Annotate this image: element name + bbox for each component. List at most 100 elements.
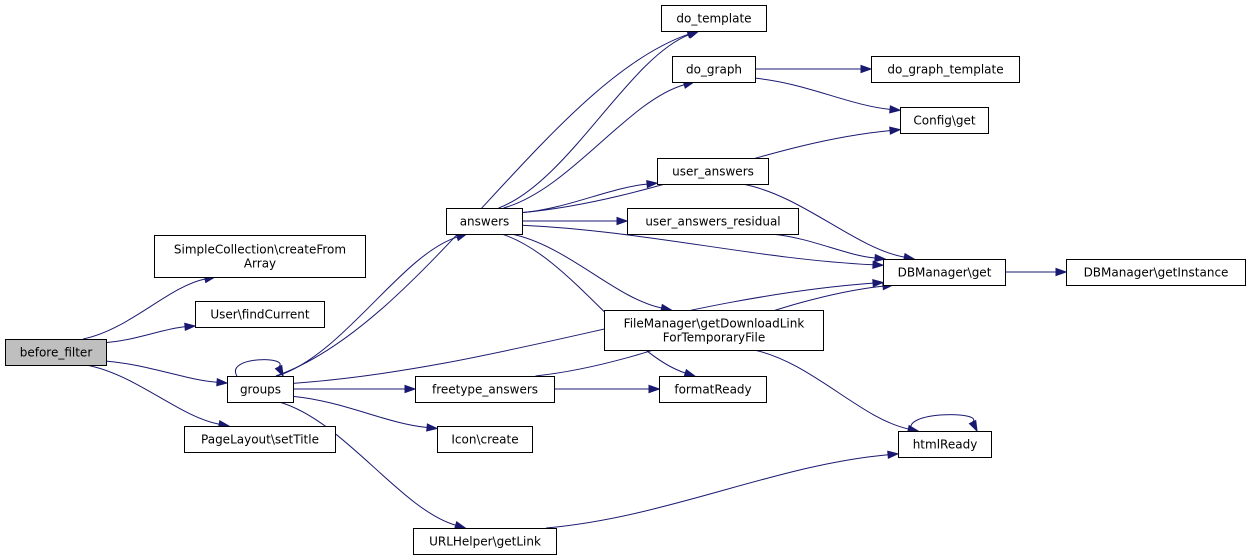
- node-label: FileManager\getDownloadLink: [624, 317, 805, 331]
- node-freetype-answers[interactable]: freetype_answers: [415, 376, 555, 403]
- node-user-answers-residual[interactable]: user_answers_residual: [627, 208, 799, 235]
- edge-answers-to-dbmanager_get: [521, 224, 885, 269]
- node-do-graph-template[interactable]: do_graph_template: [871, 56, 1020, 83]
- arrowhead: [872, 279, 885, 288]
- node-label: do_template: [676, 12, 751, 26]
- edge-line: [498, 34, 690, 209]
- node-box: [413, 528, 557, 555]
- edge-answers-to-user_answers_residual: [522, 216, 629, 226]
- node-pagelayout-settitle[interactable]: PageLayout\setTitle: [184, 426, 336, 453]
- node-label: Config\get: [913, 114, 976, 128]
- node-box: [659, 376, 767, 403]
- arrowhead: [683, 368, 697, 377]
- edge-answers-to-filemanager: [511, 233, 673, 313]
- edge-line: [503, 84, 685, 209]
- node-dbmanager-get[interactable]: DBManager\get: [883, 259, 1006, 286]
- node-box: [154, 235, 366, 278]
- edge-groups-to-freetype_answers: [293, 384, 417, 394]
- edge-before_filter-to-user_findcurrent: [105, 322, 197, 344]
- node-box: [415, 376, 555, 403]
- node-label: Icon\create: [451, 433, 518, 447]
- edge-line: [511, 233, 662, 309]
- node-label: freetype_answers: [432, 383, 538, 397]
- node-user-answers[interactable]: user_answers: [657, 158, 769, 185]
- edge-line: [275, 33, 689, 377]
- arrowhead: [646, 179, 659, 189]
- node-box: [5, 339, 107, 366]
- node-label: ForTemporaryFile: [663, 331, 765, 345]
- node-box: [446, 208, 523, 235]
- node-label: PageLayout\setTitle: [201, 433, 319, 447]
- node-box: [627, 208, 799, 235]
- edge-before_filter-to-groups: [105, 360, 229, 387]
- edge-line: [753, 349, 909, 430]
- arrowhead: [274, 364, 284, 378]
- node-label: do_graph_template: [887, 63, 1003, 77]
- node-box: [900, 107, 989, 134]
- arrowhead: [426, 423, 439, 432]
- edge-line: [292, 395, 428, 428]
- node-label: user_answers: [672, 165, 754, 179]
- node-label: before_filter: [20, 346, 93, 360]
- node-groups[interactable]: groups: [227, 376, 294, 403]
- edge-answers-to-formatready: [501, 233, 697, 377]
- node-label: Array: [244, 257, 276, 271]
- edge-line: [910, 414, 975, 432]
- node-user-findcurrent[interactable]: User\findCurrent: [195, 301, 325, 328]
- edge-groups-to-groups: [234, 359, 284, 378]
- arrowhead: [404, 384, 417, 394]
- edge-line: [521, 183, 648, 214]
- edge-freetype_answers-to-formatready: [554, 384, 661, 394]
- node-icon-create[interactable]: Icon\create: [437, 426, 533, 453]
- node-config-get[interactable]: Config\get: [900, 107, 989, 134]
- node-formatready[interactable]: formatReady: [659, 376, 767, 403]
- node-label: htmlReady: [913, 438, 978, 452]
- edge-user_answers_residual-to-dbmanager_get: [771, 233, 887, 263]
- edge-line: [771, 233, 876, 259]
- arrowhead: [872, 260, 885, 269]
- node-do-graph[interactable]: do_graph: [672, 56, 756, 83]
- edge-line: [83, 278, 206, 340]
- edge-groups-to-dbmanager_get: [292, 279, 885, 384]
- edge-line: [105, 360, 218, 383]
- node-box: [1066, 259, 1246, 286]
- arrowhead: [184, 322, 197, 332]
- node-box: [657, 158, 769, 185]
- node-answers[interactable]: answers: [446, 208, 523, 235]
- node-label: DBManager\getInstance: [1084, 266, 1229, 280]
- node-label: User\findCurrent: [210, 308, 310, 322]
- edge-htmlready-to-htmlready: [910, 414, 978, 433]
- arrowhead: [648, 384, 661, 394]
- arrowhead: [616, 216, 629, 226]
- edge-line: [754, 77, 891, 110]
- edge-answers-to-do_graph: [503, 80, 696, 209]
- node-box: [871, 56, 1020, 83]
- node-label: user_answers_residual: [645, 215, 780, 229]
- node-htmlready[interactable]: htmlReady: [898, 431, 992, 458]
- node-box: [195, 301, 325, 328]
- nodes-layer: before_filter SimpleCollection\createFro…: [5, 5, 1246, 555]
- arrowhead: [887, 450, 900, 459]
- arrowhead: [889, 105, 902, 114]
- edge-urlhelper_getlink-to-htmlready: [546, 450, 900, 529]
- edge-line: [546, 454, 889, 529]
- node-box: [898, 431, 992, 458]
- arrowhead: [216, 378, 229, 387]
- node-dbmanager-getinstance[interactable]: DBManager\getInstance: [1066, 259, 1246, 286]
- node-box: [227, 376, 294, 403]
- node-do-template[interactable]: do_template: [661, 5, 767, 32]
- node-label: groups: [240, 383, 281, 397]
- edge-line: [521, 224, 874, 266]
- node-urlhelper-getlink[interactable]: URLHelper\getLink: [413, 528, 557, 555]
- node-box: [604, 310, 824, 351]
- arrowhead: [860, 64, 873, 74]
- edge-groups-to-urlhelper_getlink: [279, 401, 467, 530]
- node-label: formatReady: [674, 383, 751, 397]
- node-before-filter[interactable]: before_filter: [5, 339, 107, 366]
- edge-line: [742, 183, 905, 258]
- node-label: URLHelper\getLink: [429, 535, 541, 549]
- node-filemanager-getdownloadlink[interactable]: FileManager\getDownloadLinkForTemporaryF…: [604, 310, 824, 351]
- edge-answers-to-user_answers: [521, 179, 659, 214]
